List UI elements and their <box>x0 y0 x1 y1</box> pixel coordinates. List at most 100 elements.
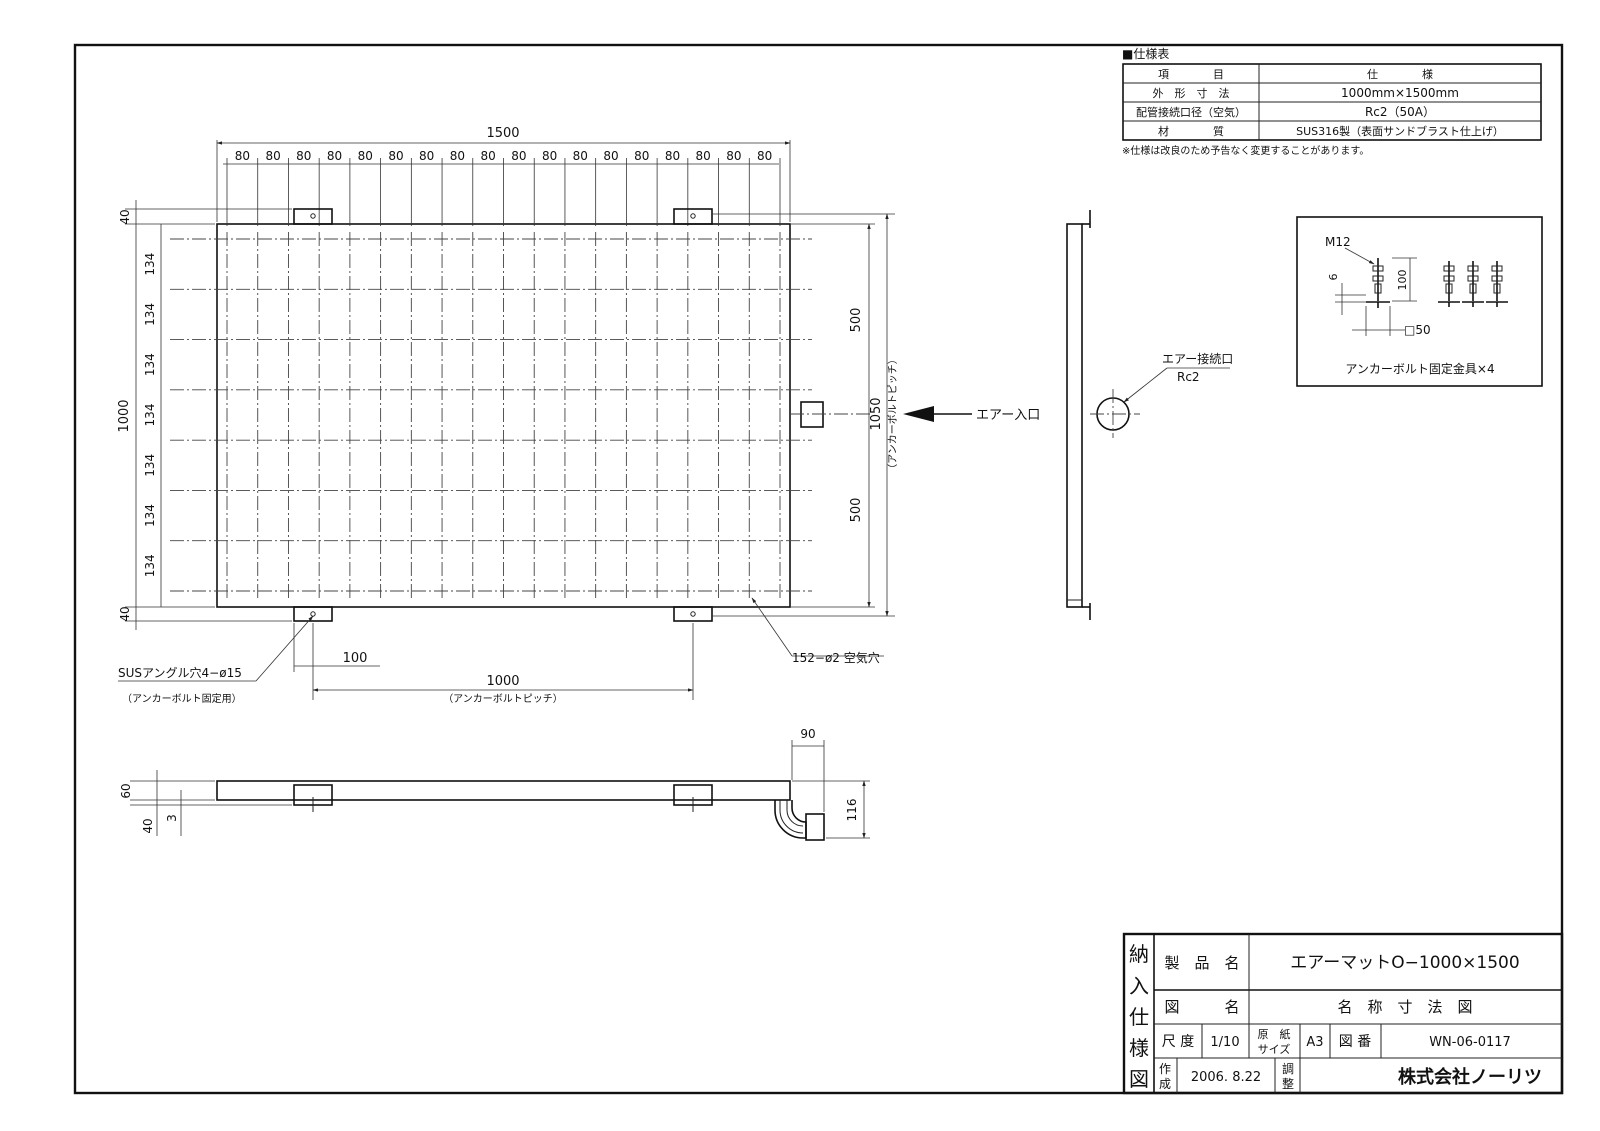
width-pitch-label: 80 <box>480 149 495 163</box>
front-dim-90: 90 <box>800 727 815 741</box>
height-pitch-label: 134 <box>143 454 157 477</box>
spec-header-item: 項 目 <box>1158 68 1224 81</box>
title-side-4: 様 <box>1129 1036 1149 1060</box>
width-pitch-label: 80 <box>235 149 250 163</box>
elbow-pipe <box>774 800 807 839</box>
spec-header-spec: 仕 様 <box>1367 67 1433 81</box>
width-pitch-label: 80 <box>726 149 741 163</box>
spec-row-2-value: Rc2（50A） <box>1365 105 1435 119</box>
spec-row-3-value: SUS316製（表面サンドブラスト仕上げ） <box>1296 124 1504 138</box>
width-pitch-label: 80 <box>665 149 680 163</box>
title-side-5: 図 <box>1129 1067 1149 1091</box>
dim-height-total: 1000 <box>117 399 132 432</box>
front-dim-3: 3 <box>165 814 179 822</box>
width-pitch-label: 80 <box>573 149 588 163</box>
product-name-label: 製 品 名 <box>1164 954 1239 972</box>
anchor-dim-6: 6 <box>1327 274 1340 281</box>
angle-tab-bottom-left <box>293 606 333 622</box>
paper-label-2: サイズ <box>1258 1042 1291 1056</box>
spec-row-3-label: 材 質 <box>1158 124 1224 138</box>
side-view: エアー接続口 Rc2 <box>1066 210 1233 620</box>
width-pitch-label: 80 <box>296 149 311 163</box>
dim-anchor-pitch-height-note: （アンカーボルトピッチ） <box>887 354 899 474</box>
dim-offset-100: 100 <box>343 651 368 666</box>
width-pitch-label: 80 <box>511 149 526 163</box>
height-pitch-label: 134 <box>143 404 157 427</box>
anchor-bolt-icon <box>1486 261 1508 307</box>
width-pitch-label: 80 <box>634 149 649 163</box>
air-holes-label: 152−ø2 空気穴 <box>792 650 880 665</box>
scale-value: 1/10 <box>1210 1035 1239 1050</box>
angle-tab-bottom-right <box>673 606 713 622</box>
dim-half-span-bottom: 500 <box>849 498 864 523</box>
scale-label: 尺 度 <box>1162 1034 1194 1050</box>
width-pitch-label: 80 <box>450 149 465 163</box>
width-pitch-label: 80 <box>603 149 618 163</box>
anchor-bolt-icon <box>1462 261 1484 307</box>
front-dim-116: 116 <box>845 799 859 822</box>
front-dim-40: 40 <box>141 818 155 833</box>
anchor-caption: アンカーボルト固定金具×4 <box>1345 361 1494 376</box>
paper-label-1: 原 紙 <box>1258 1027 1291 1041</box>
air-connection-size: Rc2 <box>1177 370 1200 384</box>
anchor-bolt-set <box>1438 261 1508 307</box>
side-profile <box>1066 223 1083 608</box>
air-inlet-label: エアー入口 <box>976 408 1040 423</box>
spec-table: ■仕様表 項 目 仕 様 外 形 寸 法 1000mm×1500mm 配管接続口… <box>1122 47 1542 157</box>
dim-edge-top: 40 <box>118 209 132 224</box>
dim-edge-bottom: 40 <box>118 606 132 621</box>
title-side-2: 入 <box>1129 974 1149 998</box>
elbow-fitting <box>805 813 825 841</box>
height-pitch-label: 134 <box>143 303 157 326</box>
air-inlet-fitting <box>800 401 824 428</box>
air-hole-grid <box>170 158 812 598</box>
product-name: エアーマットO−1000×1500 <box>1290 953 1519 973</box>
height-pitch-label: 134 <box>143 353 157 376</box>
dim-anchor-pitch-width-note: （アンカーボルトピッチ） <box>443 693 563 705</box>
width-pitch-label: 80 <box>327 149 342 163</box>
width-pitch-label: 80 <box>358 149 373 163</box>
adjust-label-2: 整 <box>1282 1076 1294 1091</box>
holes-label: SUSアングル穴4−ø15 <box>118 665 242 680</box>
height-pitch-label: 134 <box>143 504 157 527</box>
width-pitch-label: 80 <box>757 149 772 163</box>
title-block: 納 入 仕 様 図 製 品 名 エアーマットO−1000×1500 図 名 名 … <box>1122 932 1564 1095</box>
front-profile <box>216 780 791 801</box>
height-pitch-labels: 134 134 134 134 134 134 134 <box>143 253 157 578</box>
drawing-name: 名 称 寸 法 図 <box>1337 998 1472 1016</box>
anchor-dim-100: 100 <box>1396 270 1409 291</box>
anchor-base-size: □50 <box>1404 323 1431 337</box>
air-connection-label: エアー接続口 <box>1162 351 1233 366</box>
title-side-1: 納 <box>1129 942 1149 966</box>
spec-note: ※仕様は改良のため予告なく変更することがあります。 <box>1122 144 1369 157</box>
company-name: 株式会社ノーリツ <box>1398 1066 1542 1088</box>
angle-tab-top-right <box>673 208 713 225</box>
dim-half-span-top: 500 <box>849 308 864 333</box>
drawing-name-label: 図 名 <box>1164 998 1239 1016</box>
dim-width-total: 1500 <box>486 126 519 141</box>
air-inlet-arrow-icon <box>903 406 934 422</box>
holes-note: （アンカーボルト固定用） <box>122 692 242 705</box>
title-side-3: 仕 <box>1129 1005 1149 1029</box>
height-pitch-label: 134 <box>143 554 157 577</box>
height-pitch-label: 134 <box>143 253 157 276</box>
drawing-no-label: 図 番 <box>1339 1034 1371 1050</box>
anchor-detail-frame <box>1296 216 1543 387</box>
adjust-label-1: 調 <box>1282 1062 1294 1076</box>
created-label-2: 成 <box>1159 1077 1171 1091</box>
created-date: 2006. 8.22 <box>1191 1070 1261 1085</box>
front-dim-60: 60 <box>119 783 133 798</box>
anchor-detail: M12 100 6 □50 アンカーボルト固定金具×4 <box>1296 216 1543 387</box>
width-pitch-label: 80 <box>696 149 711 163</box>
dim-anchor-pitch-height: 1050 <box>869 397 884 430</box>
front-view: 60 40 3 90 116 <box>119 727 870 841</box>
spec-table-heading: ■仕様表 <box>1122 47 1169 61</box>
dim-anchor-pitch-width: 1000 <box>486 674 519 689</box>
paper-size: A3 <box>1306 1035 1323 1050</box>
created-label-1: 作 <box>1159 1062 1171 1076</box>
width-pitch-label: 80 <box>419 149 434 163</box>
drawing-no: WN-06-0117 <box>1429 1035 1511 1050</box>
